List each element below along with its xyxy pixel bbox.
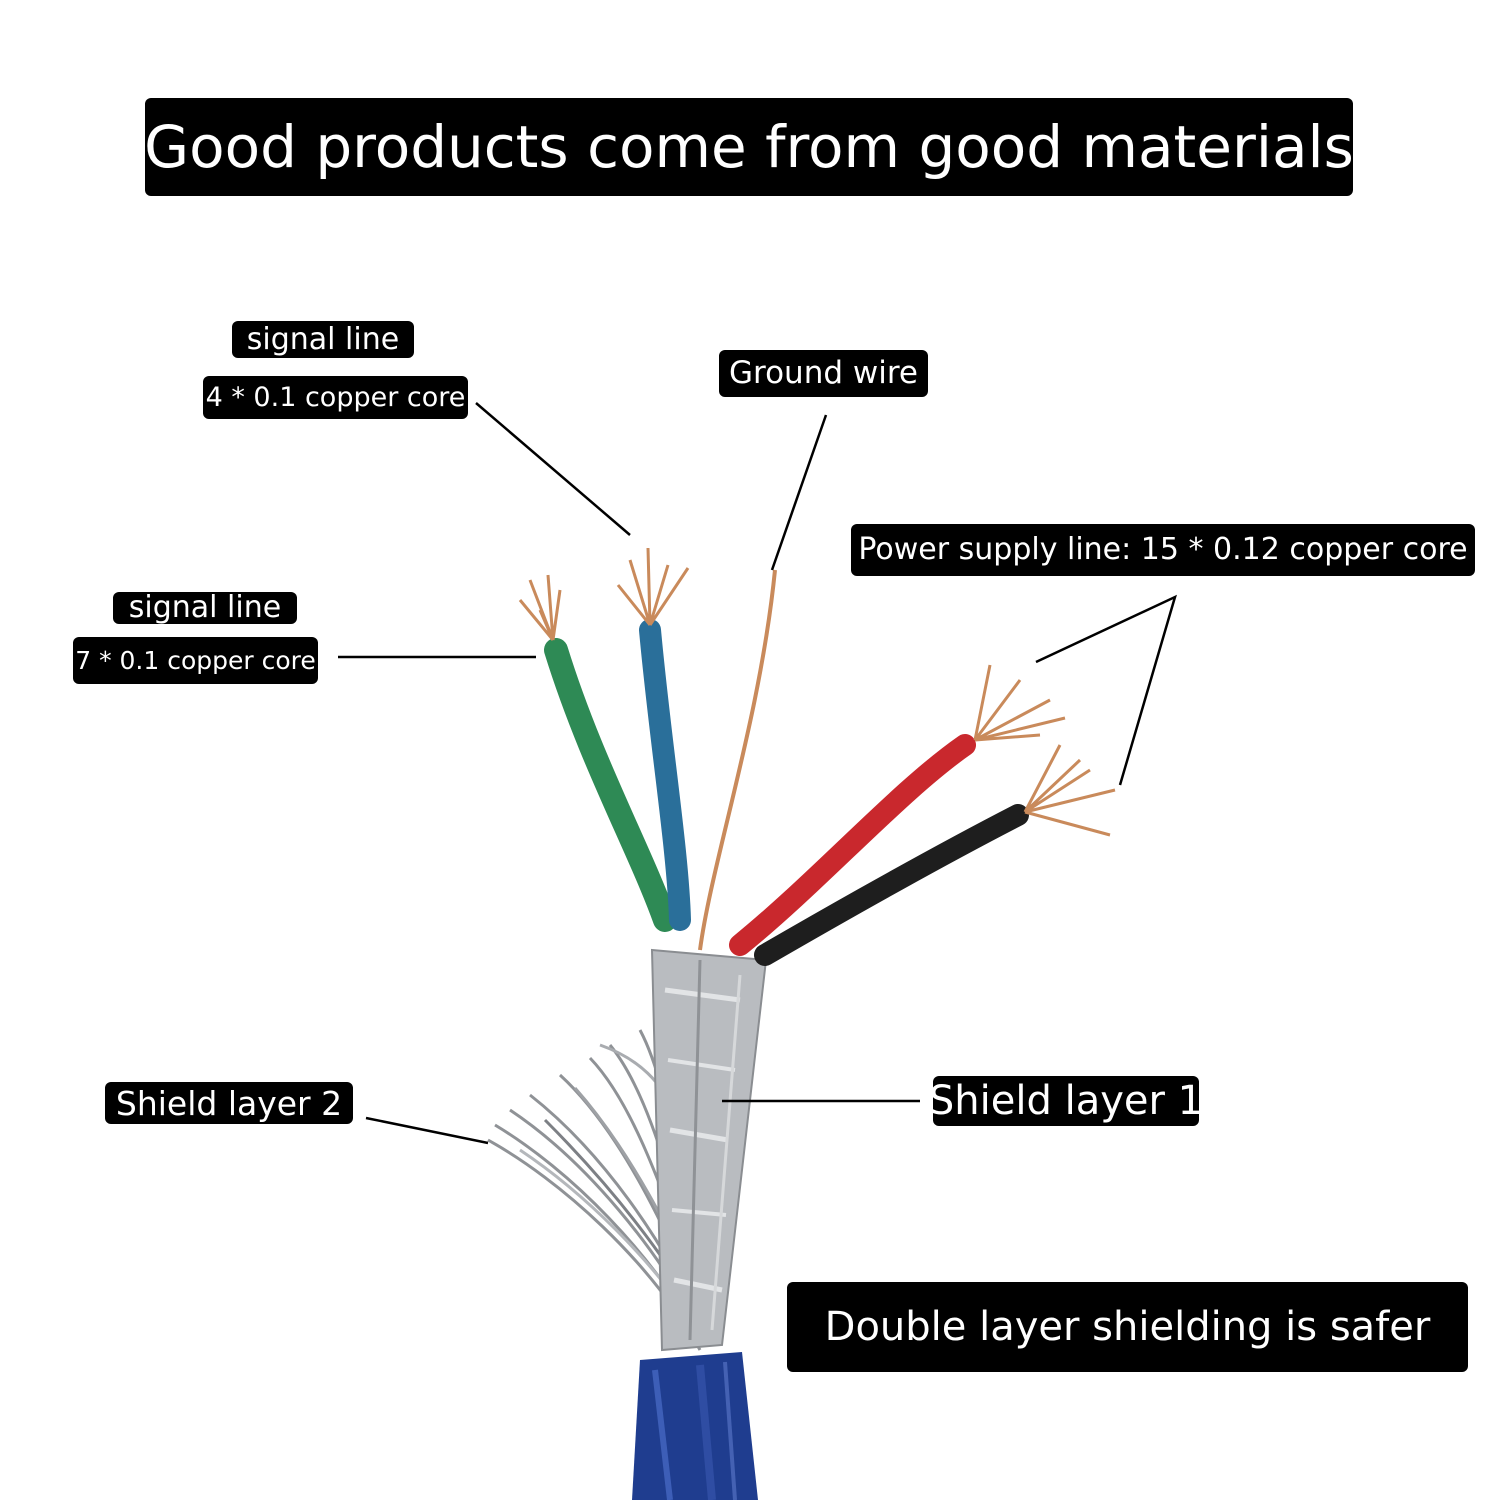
leader-ground	[770, 414, 828, 571]
shield-layer-1-label: Shield layer 1	[928, 1076, 1204, 1126]
red-wire	[729, 664, 1066, 956]
leader-power	[1035, 594, 1177, 786]
leader-lines	[338, 402, 1177, 1145]
leader-signal-upper	[475, 402, 631, 536]
leader-shield-2	[365, 1116, 489, 1145]
blue-wire	[616, 547, 691, 931]
signal-line-upper-label: signal line	[232, 321, 414, 358]
black-wire	[754, 744, 1116, 966]
signal-line-upper-core-label: 4 * 0.1 copper core	[203, 376, 468, 419]
signal-line-left-core-label: 7 * 0.1 copper core	[73, 637, 318, 684]
headline-banner: Good products come from good materials	[144, 98, 1354, 196]
ground-wire-label: Ground wire	[719, 350, 928, 397]
ground-wire	[698, 569, 777, 951]
green-wire	[518, 574, 677, 932]
outer-jacket	[632, 1352, 758, 1500]
footer-banner: Double layer shielding is safer	[787, 1282, 1468, 1372]
shield-layer-2-label: Shield layer 2	[105, 1082, 353, 1124]
signal-line-left-label: signal line	[113, 592, 297, 624]
power-supply-label: Power supply line: 15 * 0.12 copper core	[851, 524, 1475, 576]
foil-shield	[650, 948, 768, 1352]
